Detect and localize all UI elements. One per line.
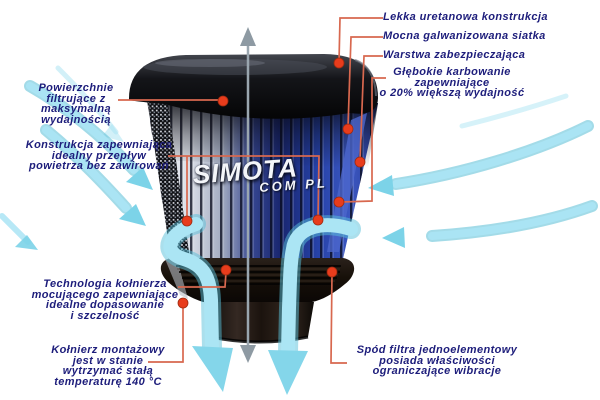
axis-arrowhead-down-icon xyxy=(240,345,256,363)
label-line: idealny przepływ xyxy=(51,149,147,162)
galvanized-mesh-band xyxy=(147,97,190,259)
label-glebokie-karbowanie: Głębokie karbowanie zapewniające o 20% w… xyxy=(352,67,552,99)
airflow-right-2-head-icon xyxy=(382,227,405,248)
callout-dot-kolnierz xyxy=(177,297,189,309)
airflow-faint-right xyxy=(459,93,569,129)
airflow-down-right-head-icon xyxy=(268,350,308,395)
airflow-right-1-head-icon xyxy=(368,175,394,196)
label-line: Głębokie karbowanie xyxy=(393,66,511,78)
label-line: zapewniające xyxy=(414,76,490,89)
label-line: jest w stanie xyxy=(72,354,144,367)
airflow-left-2-head-icon xyxy=(119,204,146,226)
airflow-left-1 xyxy=(26,82,138,174)
label-line: posiada właściwości xyxy=(379,354,495,367)
label-kolnierz-montazowy: Kołnierz montażowy jest w stanie wytrzym… xyxy=(28,345,188,387)
label-line: maksymalną xyxy=(40,103,112,115)
label-konstrukcja-przeplyw: Konstrukcja zapewniająca idealny przepły… xyxy=(4,140,194,172)
airflow-right-2 xyxy=(428,202,596,240)
label-line: wytrzymać stałą xyxy=(62,365,154,377)
label-line: powietrza bez zawirowań xyxy=(28,160,169,172)
callout-dot-konstrukcja-left xyxy=(181,215,193,227)
label-line: Konstrukcja zapewniająca xyxy=(25,139,173,151)
callout-line-mocna xyxy=(347,36,383,128)
airflow-left-2 xyxy=(42,126,130,212)
base-chrome-sliver xyxy=(165,259,188,299)
center-axis-arrow xyxy=(240,27,256,363)
label-powierzchnie-filtrujace: Powierzchnie filtrujące z maksymalną wyd… xyxy=(10,83,142,125)
airflow-left-3-head-icon xyxy=(15,235,38,250)
label-line: ograniczające wibracje xyxy=(372,365,502,377)
label-lekka-uretanowa-konstrukcja: Lekka uretanowa konstrukcja xyxy=(383,12,548,23)
label-line: temperaturę 140 °C xyxy=(54,375,162,388)
callout-line-warstwa xyxy=(359,55,383,162)
label-line: filtrujące z xyxy=(46,92,106,105)
label-line: Warstwa zabezpieczająca xyxy=(383,49,526,61)
label-line: wydajnością xyxy=(41,113,111,126)
filter-top-cap xyxy=(128,54,378,119)
callout-line-glebokie xyxy=(340,77,386,203)
label-warstwa-zabezpieczajaca: Warstwa zabezpieczająca xyxy=(383,50,525,61)
callout-line-lekka xyxy=(338,17,383,63)
label-line: mocującego zapewniające xyxy=(31,288,179,301)
label-line: o 20% większą wydajność xyxy=(379,87,525,99)
cap-gloss xyxy=(155,59,265,67)
base-ribs xyxy=(176,265,341,285)
label-technologia-kolnierza: Technologia kołnierza mocującego zapewni… xyxy=(20,279,190,321)
callouts xyxy=(118,17,386,364)
callout-dots xyxy=(177,57,366,309)
axis-arrowhead-up-icon xyxy=(240,27,256,46)
callout-dot-mocna xyxy=(342,123,354,135)
callout-line-kolnierz xyxy=(148,305,184,363)
callout-dot-technologia xyxy=(220,264,232,276)
label-line: idealne dopasowanie xyxy=(45,299,165,311)
callout-dot-warstwa xyxy=(354,156,366,168)
label-line: Powierzchnie xyxy=(38,82,114,94)
callout-line-konstrukcja xyxy=(168,155,320,220)
label-spod-filtra: Spód filtra jednoelementowy posiada właś… xyxy=(337,345,537,377)
label-line: Mocna galwanizowana siatka xyxy=(383,30,546,42)
airflow-arrows xyxy=(0,65,598,395)
airflow-left-1-head-icon xyxy=(126,167,153,190)
label-line: i szczelność xyxy=(70,309,140,322)
callout-dot-konstrukcja-right xyxy=(312,214,324,226)
cap-rim-light xyxy=(354,59,377,97)
label-line: Kołnierz montażowy xyxy=(51,344,165,356)
label-line: Spód filtra jednoelementowy xyxy=(356,344,518,356)
label-line: Lekka uretanowa konstrukcja xyxy=(383,11,548,23)
callout-dot-glebokie xyxy=(333,196,345,208)
callout-dot-powierzchnie xyxy=(217,95,229,107)
callout-line-technologia xyxy=(178,271,227,288)
label-mocna-galwanizowana-siatka: Mocna galwanizowana siatka xyxy=(383,31,546,42)
callout-dot-lekka xyxy=(333,57,345,69)
callout-dot-spod xyxy=(326,266,338,278)
airflow-down-right xyxy=(281,218,358,359)
callout-line-spod xyxy=(330,272,347,364)
airflow-down-left-head-icon xyxy=(192,346,233,392)
label-line: Technologia kołnierza xyxy=(43,278,167,290)
airflow-right-1 xyxy=(392,122,592,188)
